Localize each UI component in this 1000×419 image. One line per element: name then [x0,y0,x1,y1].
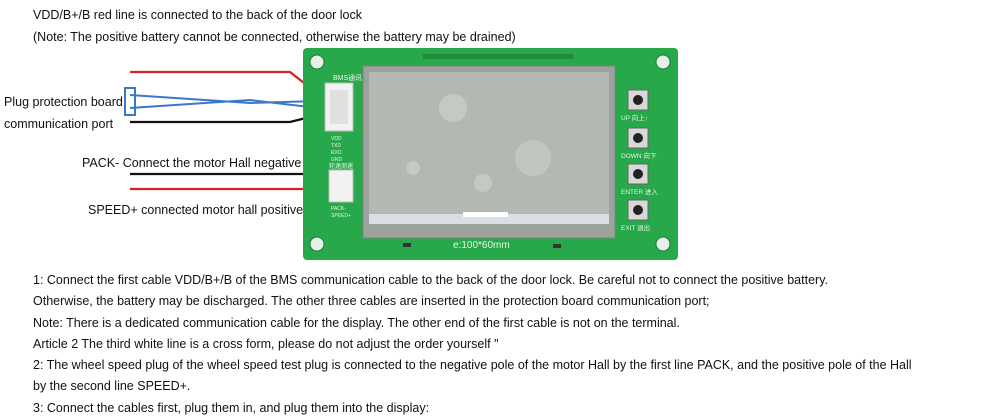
button-up [627,89,649,111]
label-speed: SPEED+ connected motor hall positive [88,203,304,217]
pin-rxd: RXD [331,150,342,156]
header-line-2: (Note: The positive battery cannot be co… [33,30,516,44]
display-board-photo: e:100*60mm BMS通讯 VDD TXD RXD GND 轮速测速 PA… [303,48,678,260]
smd-component [423,54,573,59]
button-exit-label: EXIT 退出 [621,223,650,232]
speed-connector [328,169,354,203]
bms-connector-slot [330,90,348,124]
lcd-tab [463,212,508,217]
smd-component [403,243,411,247]
lcd-bubble [406,161,420,175]
button-enter [627,163,649,185]
note-line: 1: Connect the first cable VDD/B+/B of t… [33,273,828,287]
label-plug-1: Plug protection board [4,95,123,109]
board-size-label: e:100*60mm [453,240,510,251]
note-line: by the second line SPEED+. [33,379,191,394]
note-line: Note: There is a dedicated communication… [33,315,680,330]
pin-vdd: VDD [331,136,342,142]
pin-txd: TXD [331,143,341,149]
lcd-bubble [474,174,492,192]
bms-label: BMS通讯 [333,73,362,82]
header-line-1: VDD/B+/B red line is connected to the ba… [33,8,363,22]
smd-component [553,244,561,248]
mount-hole [309,236,325,252]
instruction-notes: 1: Connect the first cable VDD/B+/B of t… [33,270,912,419]
note-line: Otherwise, the battery may be discharged… [33,294,710,309]
button-enter-label: ENTER 进入 [621,188,658,196]
pin-gnd: GND [331,157,343,163]
wire-blue-2 [129,98,319,109]
note-line: Article 2 The third white line is a cros… [33,336,499,351]
wire-red [130,70,319,95]
button-down-label: DOWN 向下 [621,151,657,160]
label-pack: PACK- Connect the motor Hall negative [82,156,302,170]
button-exit [627,199,649,221]
wire-black [130,113,319,124]
speed-label: 轮速测速 [329,162,353,170]
mount-hole [655,54,671,70]
mount-hole [655,236,671,252]
lcd-bottom-strip [369,214,609,224]
button-down [627,127,649,149]
note-line: 2: The wheel speed plug of the wheel spe… [33,358,912,373]
mount-hole [309,54,325,70]
lcd-bubble [515,140,551,176]
pin-speed: SPEED+ [331,213,351,219]
lcd-screen [369,72,609,222]
pin-pack: PACK- [331,206,346,212]
button-up-label: UP 向上↑ [621,113,648,122]
lcd-bubble [439,94,467,122]
wire-blue-1 [129,94,319,105]
connector-bracket [124,87,136,116]
note-line: 3: Connect the cables first, plug them i… [33,400,430,415]
label-plug-2: communication port [4,117,114,131]
